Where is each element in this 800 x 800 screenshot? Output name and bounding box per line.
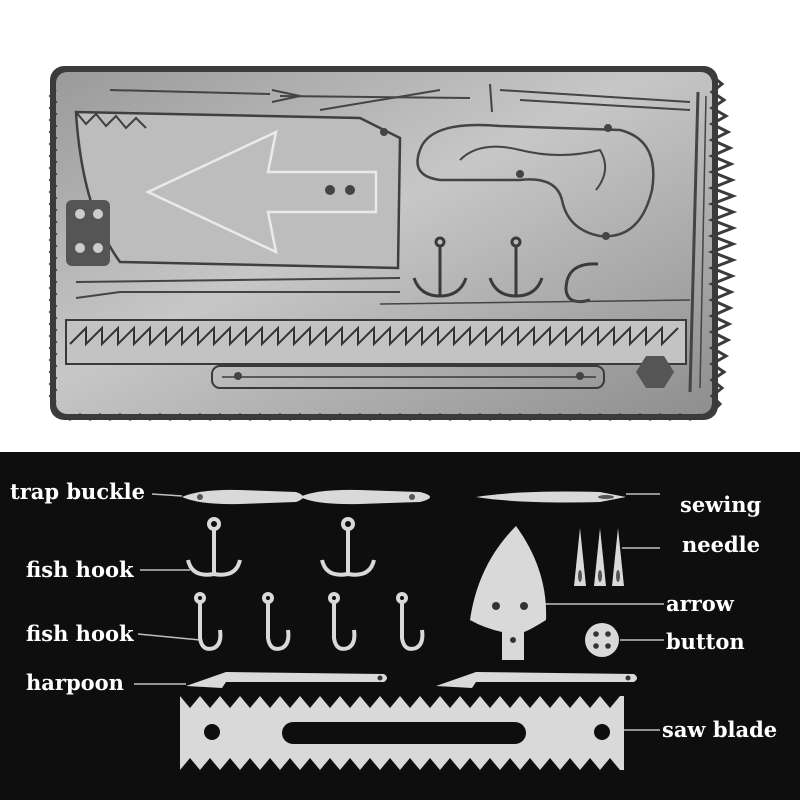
label-trap-buckle: trap buckle — [10, 479, 145, 504]
card-bottom-serration — [59, 413, 701, 421]
label-fish-hook-single: fish hook — [26, 621, 134, 646]
card-hole — [380, 128, 388, 136]
label-sewing: sewing — [680, 492, 762, 517]
card-harpoon-1 — [75, 277, 401, 283]
survival-card-illustration — [48, 66, 738, 421]
label-button: button — [666, 629, 745, 654]
card-right-serration — [707, 74, 738, 414]
arrow-hole-1 — [325, 185, 335, 195]
card-top-cutouts — [109, 83, 691, 113]
label-fish-hook-treble: fish hook — [26, 557, 134, 582]
card-left-serration — [48, 89, 58, 403]
arrow-hole-2 — [345, 185, 355, 195]
label-saw-blade: saw blade — [662, 717, 778, 742]
card-harpoon-2 — [75, 291, 400, 299]
knife-serration — [75, 111, 147, 130]
card-hex-wrench — [636, 356, 674, 388]
card-hook-curl — [459, 145, 607, 191]
card-button-pad — [66, 200, 110, 266]
label-needle: needle — [682, 532, 761, 557]
card-vertical-needle — [688, 91, 700, 393]
card-saw-teeth — [69, 325, 679, 347]
label-harpoon: harpoon — [26, 670, 124, 695]
label-arrow: arrow — [666, 591, 734, 616]
card-trap-slot — [211, 365, 605, 389]
card-large-hook — [416, 123, 655, 238]
card-arrow-outline — [145, 129, 378, 255]
